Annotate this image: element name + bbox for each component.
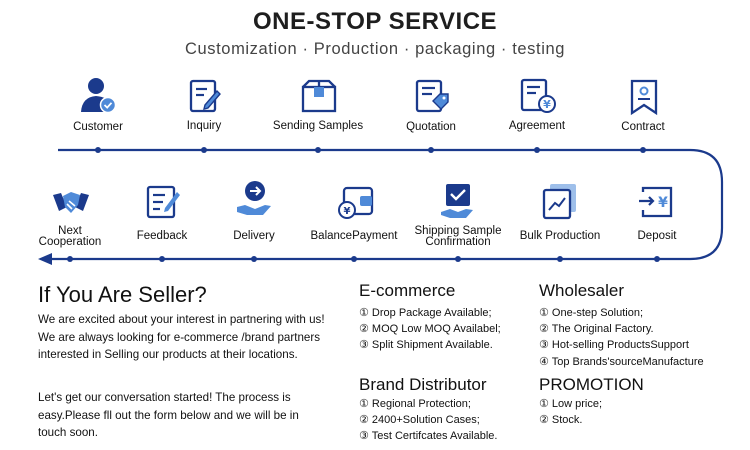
edit-document-icon — [189, 79, 221, 113]
step-quotation: Quotation — [406, 121, 456, 133]
step-sending-samples: Sending Samples — [272, 120, 364, 132]
step-shipping-sample-confirmation: Shipping Sample Confirmation — [398, 225, 518, 248]
list-item: ① Low price; — [539, 398, 603, 410]
step-next-cooperation: Next Cooperation — [10, 225, 130, 248]
checked-box-hand-icon — [441, 184, 473, 218]
list-item: ① Regional Protection; — [359, 398, 471, 410]
list-item: ② The Original Factory. — [539, 323, 654, 336]
ecommerce-list: ① Drop Package Available; ② MOQ Low MOQ … — [359, 305, 501, 354]
wholesaler-heading: Wholesaler — [539, 281, 625, 300]
wallet-icon: ¥ — [338, 186, 374, 219]
list-item: ④ Top Brands'sourceManufacture — [539, 355, 704, 368]
step-balance-payment: BalancePayment — [310, 230, 398, 242]
seller-paragraph-2: Let's get our conversation started! The … — [38, 391, 299, 439]
handshake-icon — [53, 192, 89, 213]
step-label-line2: Confirmation — [425, 236, 491, 248]
list-item: ② 2400+Solution Cases; — [359, 414, 480, 427]
brand-distributor-heading: Brand Distributor — [359, 375, 487, 394]
list-item: ② MOQ Low MOQ Availabel; — [359, 323, 501, 336]
ecommerce-heading: E-commerce — [359, 281, 456, 300]
promotion-heading: PROMOTION — [539, 375, 644, 394]
hand-arrow-icon — [237, 181, 271, 215]
box-icon — [301, 79, 337, 113]
step-feedback: Feedback — [136, 230, 188, 242]
list-item: ③ Split Shipment Available. — [359, 339, 493, 352]
step-deposit: Deposit — [637, 230, 677, 242]
step-customer: Customer — [73, 121, 123, 133]
list-item: ② Stock. — [539, 414, 583, 427]
step-label-line2: Cooperation — [38, 236, 102, 248]
price-tag-document-icon — [415, 79, 449, 113]
process-flow-line — [38, 147, 724, 265]
seller-paragraph-1: We are excited about your interest in pa… — [38, 313, 325, 361]
chart-document-icon — [542, 184, 576, 220]
wholesaler-list: ① One-step Solution; ② The Original Fact… — [539, 305, 704, 370]
yen-document-icon: ¥ — [520, 78, 556, 113]
svg-text:¥: ¥ — [658, 195, 668, 211]
page-subtitle: Customization · Production · packaging ·… — [184, 40, 566, 58]
step-agreement: Agreement — [508, 120, 566, 132]
list-item: ① One-step Solution; — [539, 307, 644, 319]
list-item: ③ Test Certifcates Available. — [359, 430, 498, 443]
step-inquiry: Inquiry — [186, 120, 222, 132]
deposit-yen-icon: ¥ — [639, 186, 673, 218]
page-title: ONE-STOP SERVICE — [252, 8, 498, 35]
brand-distributor-list: ① Regional Protection; ② 2400+Solution C… — [359, 396, 497, 445]
list-item: ① Drop Package Available; — [359, 307, 492, 319]
svg-text:¥: ¥ — [344, 206, 351, 217]
svg-text:¥: ¥ — [543, 98, 551, 111]
step-delivery: Delivery — [233, 230, 275, 242]
step-bulk-production: Bulk Production — [519, 230, 601, 242]
feedback-icon — [146, 185, 180, 219]
list-item: ③ Hot-selling ProductsSupport — [539, 339, 689, 352]
step-label-line1: Shipping Sample — [414, 225, 502, 237]
step-label-line1: Next — [58, 225, 82, 237]
seller-heading: If You Are Seller? — [38, 282, 207, 307]
bookmark-icon — [630, 79, 658, 116]
user-check-icon — [81, 78, 117, 114]
step-contract: Contract — [621, 121, 665, 133]
promotion-list: ① Low price; ② Stock. — [539, 396, 602, 428]
